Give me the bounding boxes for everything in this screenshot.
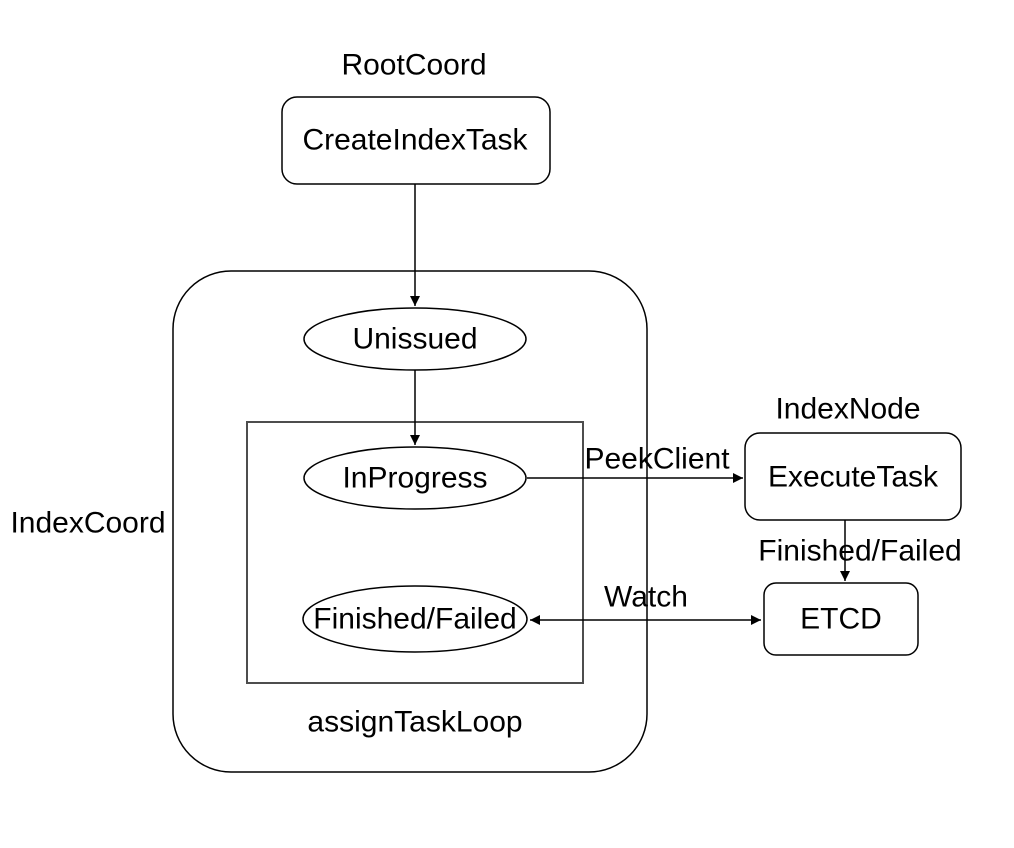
watch-edge-label: Watch — [604, 581, 688, 614]
index-coord-container — [172, 270, 648, 773]
etcd-node — [763, 582, 919, 656]
unissued-state — [303, 307, 527, 371]
execute-task-label: ExecuteTask — [768, 461, 939, 494]
finished-failed-edge-label: Finished/Failed — [758, 535, 961, 568]
in-progress-state — [303, 446, 527, 510]
finished-failed-state-label: Finished/Failed — [313, 603, 516, 636]
finished-failed-state — [302, 585, 528, 653]
assign-task-loop-label: assignTaskLoop — [307, 706, 522, 739]
peek-client-edge-label: PeekClient — [584, 443, 730, 476]
root-coord-label: RootCoord — [341, 49, 486, 82]
index-node-label: IndexNode — [775, 393, 920, 426]
index-coord-label: IndexCoord — [10, 507, 165, 540]
create-index-task-label: CreateIndexTask — [302, 124, 528, 157]
create-index-task-node — [281, 96, 551, 185]
in-progress-label: InProgress — [342, 462, 487, 495]
unissued-label: Unissued — [352, 323, 477, 356]
etcd-label: ETCD — [800, 603, 882, 636]
execute-task-node — [744, 432, 962, 521]
